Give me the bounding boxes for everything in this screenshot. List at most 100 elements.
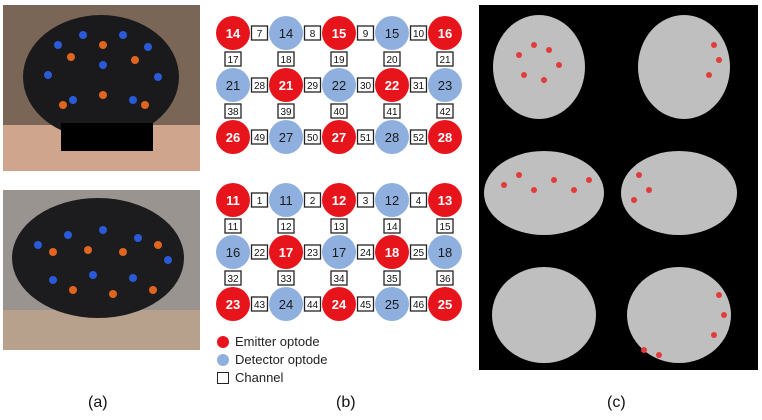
legend-channel-label: Channel [235, 370, 284, 385]
svg-text:1: 1 [257, 196, 263, 207]
channel-box: 34 [330, 270, 348, 286]
svg-text:25: 25 [385, 297, 399, 312]
svg-text:11: 11 [279, 193, 293, 208]
svg-text:45: 45 [360, 300, 372, 311]
detector-optode: 25 [375, 287, 409, 321]
channel-box: 38 [224, 103, 242, 119]
channel-box: 36 [436, 270, 454, 286]
svg-text:22: 22 [254, 248, 266, 259]
svg-text:27: 27 [332, 130, 346, 145]
svg-text:21: 21 [439, 55, 451, 66]
photo-front-cap [3, 5, 200, 171]
detector-optode: 18 [428, 235, 462, 269]
channel-box: 44 [303, 296, 322, 312]
channel-box: 28 [250, 77, 269, 93]
channel-box: 50 [303, 129, 322, 145]
channel-box: 10 [409, 25, 428, 41]
svg-text:31: 31 [413, 81, 425, 92]
svg-text:32: 32 [227, 274, 239, 285]
svg-text:26: 26 [226, 130, 240, 145]
detector-optode: 15 [375, 16, 409, 50]
detector-optode: 11 [269, 183, 303, 217]
channel-box: 33 [277, 270, 295, 286]
channel-box: 18 [277, 51, 295, 67]
svg-text:28: 28 [438, 130, 452, 145]
svg-text:23: 23 [438, 78, 452, 93]
channel-box: 14 [383, 218, 401, 234]
svg-text:27: 27 [279, 130, 293, 145]
svg-text:14: 14 [226, 26, 241, 41]
svg-text:19: 19 [333, 55, 345, 66]
channel-box: 30 [356, 77, 375, 93]
svg-text:22: 22 [332, 78, 346, 93]
detector-optode: 22 [322, 68, 356, 102]
channel-box: 31 [409, 77, 428, 93]
emitter-optode: 21 [269, 68, 303, 102]
detector-optode: 23 [428, 68, 462, 102]
svg-text:3: 3 [363, 196, 369, 207]
svg-text:28: 28 [254, 81, 266, 92]
channel-box: 22 [250, 244, 269, 260]
photo-side-cap [3, 190, 200, 350]
svg-text:24: 24 [279, 297, 293, 312]
svg-text:42: 42 [439, 107, 451, 118]
detector-optode: 28 [375, 120, 409, 154]
channel-box: 42 [436, 103, 454, 119]
detector-optode: 17 [322, 235, 356, 269]
channel-box: 21 [436, 51, 454, 67]
svg-text:10: 10 [413, 29, 425, 40]
svg-text:43: 43 [254, 300, 266, 311]
svg-text:21: 21 [226, 78, 240, 93]
channel-box: 51 [356, 129, 375, 145]
svg-text:9: 9 [363, 29, 369, 40]
channel-box: 15 [436, 218, 454, 234]
emitter-swatch [217, 335, 229, 348]
detector-swatch [217, 353, 229, 366]
label-a: (a) [88, 394, 108, 411]
svg-text:44: 44 [307, 300, 319, 311]
channel-box: 3 [356, 192, 375, 208]
channel-box: 32 [224, 270, 242, 286]
svg-text:23: 23 [226, 297, 240, 312]
svg-text:11: 11 [228, 222, 239, 233]
channel-box: 9 [356, 25, 375, 41]
detector-optode: 21 [216, 68, 250, 102]
svg-text:14: 14 [386, 222, 398, 233]
channel-box: 24 [356, 244, 375, 260]
svg-text:51: 51 [360, 133, 372, 144]
detector-optode: 16 [216, 235, 250, 269]
channel-box: 1 [250, 192, 269, 208]
svg-text:18: 18 [438, 245, 452, 260]
channel-box: 12 [277, 218, 295, 234]
svg-text:23: 23 [307, 248, 319, 259]
svg-text:12: 12 [332, 193, 346, 208]
svg-text:17: 17 [279, 245, 293, 260]
svg-text:25: 25 [438, 297, 452, 312]
emitter-optode: 25 [428, 287, 462, 321]
svg-text:2: 2 [310, 196, 316, 207]
channel-box: 29 [303, 77, 322, 93]
svg-text:15: 15 [439, 222, 451, 233]
svg-text:18: 18 [280, 55, 292, 66]
channel-box: 25 [409, 244, 428, 260]
channel-box: 45 [356, 296, 375, 312]
channel-box: 23 [303, 244, 322, 260]
svg-text:15: 15 [385, 26, 399, 41]
svg-text:17: 17 [332, 245, 346, 260]
svg-text:11: 11 [226, 193, 240, 208]
channel-box: 7 [250, 25, 269, 41]
emitter-optode: 24 [322, 287, 356, 321]
svg-text:15: 15 [332, 26, 346, 41]
legend-detector: Detector optode [217, 352, 328, 367]
svg-text:30: 30 [360, 81, 372, 92]
legend-emitter-label: Emitter optode [235, 334, 320, 349]
label-c: (c) [607, 394, 626, 411]
svg-text:12: 12 [280, 222, 292, 233]
legend-emitter: Emitter optode [217, 334, 320, 349]
channel-box: 17 [224, 51, 242, 67]
channel-box: 4 [409, 192, 428, 208]
svg-text:46: 46 [413, 300, 425, 311]
channel-box: 39 [277, 103, 295, 119]
channel-box: 46 [409, 296, 428, 312]
